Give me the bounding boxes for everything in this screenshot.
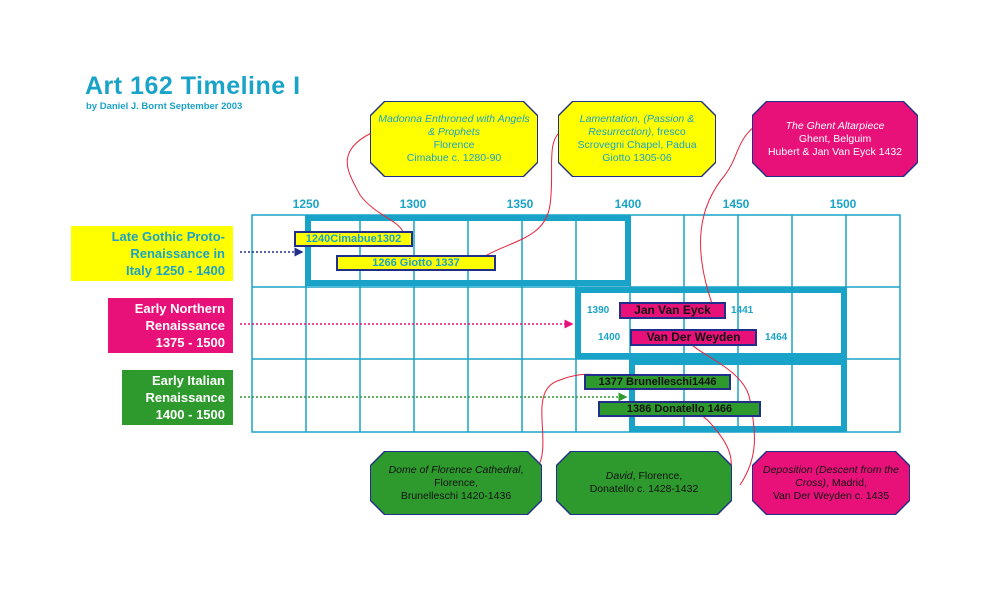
dome-location: , Florence, [434,463,524,489]
year-label-1350: 1350 [506,197,534,211]
artwork-note-david: David, Florence, Donatello c. 1428-1432 [556,451,732,515]
van-eyck-end-year: 1441 [731,305,754,316]
david-credit: Donatello c. 1428-1432 [589,483,699,495]
artwork-note-deposition-body: Deposition (Descent from the Cross), Mad… [753,452,909,514]
madonna-location: Florence [433,139,475,151]
dome-credit: Brunelleschi 1420-1436 [400,489,512,502]
period-label-italian-line1: Early Italian [152,373,225,388]
artist-bar-donatello: 1386 Donatello 1466 [598,401,761,417]
david-title: David [605,470,633,482]
period-label-late-gothic: Late Gothic Proto- Renaissance in Italy … [71,226,233,281]
artwork-note-lamentation: Lamentation, (Passion & Resurrection), f… [558,101,716,177]
year-label-1250: 1250 [292,197,320,211]
ghent-title: The Ghent Altarpiece [785,119,885,132]
artist-bar-van-eyck: Jan Van Eyck [619,302,726,319]
period-span-italian [629,359,847,432]
ghent-location: Ghent, Belguim [798,132,872,145]
ghent-credit: Hubert & Jan Van Eyck 1432 [767,145,903,158]
period-span-late-gothic [305,215,631,286]
artist-bar-cimabue: 1240Cimabue1302 [294,231,413,247]
period-label-northern-line1: Early Northern [134,301,225,316]
period-label-northern-line2: Renaissance [145,318,226,333]
period-label-italian-line3: 1400 - 1500 [155,407,225,422]
year-label-1400: 1400 [614,197,642,211]
artwork-note-david-body: David, Florence, Donatello c. 1428-1432 [557,452,731,514]
david-title-line: David, Florence, [590,470,699,483]
period-label-italian-line2: Renaissance [145,390,226,405]
deposition-location: , Madrid, [826,476,867,489]
lamentation-title-line: Lamentation, (Passion & Resurrection), f… [565,113,709,139]
period-span-northern [575,287,847,359]
period-label-late-gothic-line2: Renaissance in [130,246,225,261]
period-label-italian: Early Italian Renaissance 1400 - 1500 [122,370,233,425]
artwork-note-ghent: The Ghent Altarpiece Ghent, Belguim Hube… [752,101,918,177]
period-label-northern-line3: 1375 - 1500 [155,335,225,350]
period-arrows [240,247,628,402]
lamentation-medium: , fresco [651,126,686,138]
dome-title-line: Dome of Florence Cathedral, Florence, [377,464,535,490]
artwork-note-dome-body: Dome of Florence Cathedral, Florence, Br… [371,452,541,514]
artist-bar-van-der-weyden: Van Der Weyden [630,329,757,346]
van-der-weyden-end-year: 1464 [765,332,788,343]
page-title: Art 162 Timeline I [85,72,301,100]
connector-lamentation [477,129,564,261]
artwork-note-dome: Dome of Florence Cathedral, Florence, Br… [370,451,542,515]
van-eyck-start-year: 1390 [587,305,610,316]
lamentation-credit: Giotto 1305-06 [602,152,672,164]
deposition-credit: Van Der Weyden c. 1435 [772,489,890,502]
connector-madonna [346,129,404,233]
deposition-title-line: Deposition (Descent from the Cross), Mad… [759,464,903,490]
period-label-late-gothic-line3: Italy 1250 - 1400 [125,263,225,278]
artist-bar-brunelleschi: 1377 Brunelleschi1446 [584,374,731,390]
connector-deposition [689,342,755,486]
artist-bar-giotto: 1266 Giotto 1337 [336,255,496,271]
page-subtitle: by Daniel J. Bornt September 2003 [86,101,243,112]
lamentation-location: Scrovegni Chapel, Padua [577,139,697,151]
year-label-1500: 1500 [829,197,857,211]
david-location: , Florence, [632,470,683,482]
period-spans [305,215,847,432]
madonna-credit: Cimabue c. 1280-90 [406,152,502,164]
artwork-note-madonna-body: Madonna Enthroned with Angels & Prophets… [371,102,537,176]
artwork-note-deposition: Deposition (Descent from the Cross), Mad… [752,451,910,515]
year-label-1450: 1450 [722,197,750,211]
period-label-northern: Early Northern Renaissance 1375 - 1500 [108,298,233,353]
lamentation-title: Lamentation, (Passion & Resurrection) [579,113,695,138]
madonna-title: Madonna Enthroned with Angels & Prophets [378,113,530,138]
deposition-title: Deposition (Descent from the Cross) [763,463,899,489]
van-der-weyden-start-year: 1400 [598,332,621,343]
artwork-note-lamentation-body: Lamentation, (Passion & Resurrection), f… [559,102,715,176]
period-label-late-gothic-line1: Late Gothic Proto- [111,229,225,244]
artwork-note-ghent-body: The Ghent Altarpiece Ghent, Belguim Hube… [753,102,917,176]
artwork-note-madonna: Madonna Enthroned with Angels & Prophets… [370,101,538,177]
dome-title: Dome of Florence Cathedral [388,463,521,476]
year-label-1300: 1300 [399,197,427,211]
connector-ghent [700,121,761,313]
